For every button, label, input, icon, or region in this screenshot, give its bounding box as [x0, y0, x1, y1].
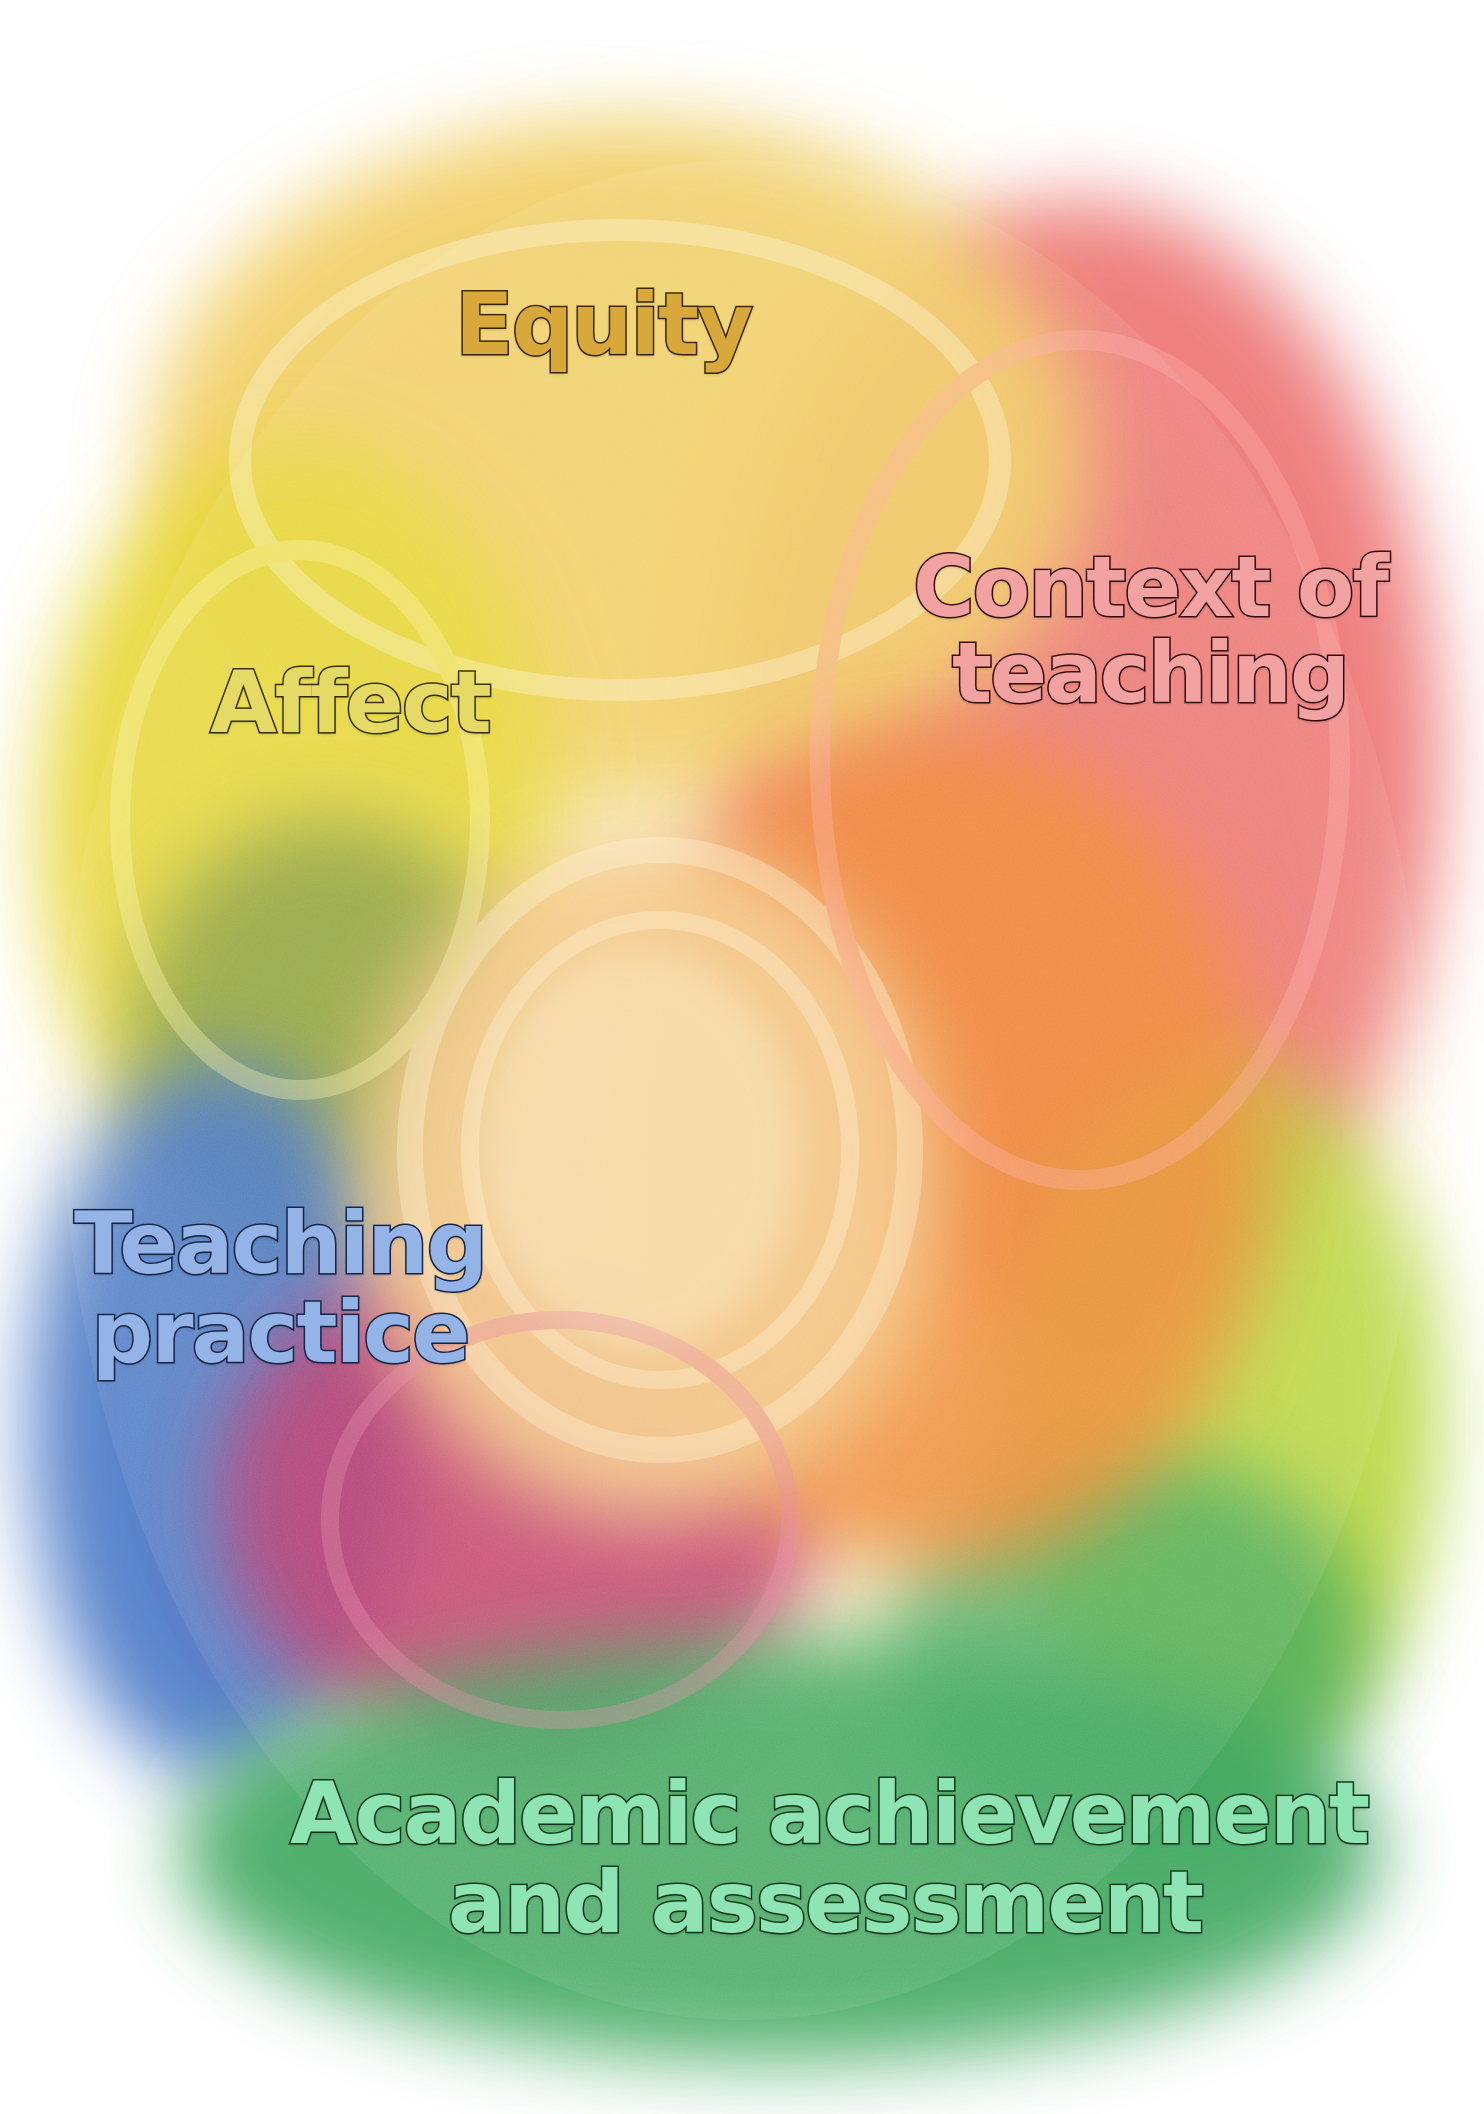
color-blend-diagram [30, 120, 1440, 2060]
paper-grain [62, 160, 1422, 2020]
